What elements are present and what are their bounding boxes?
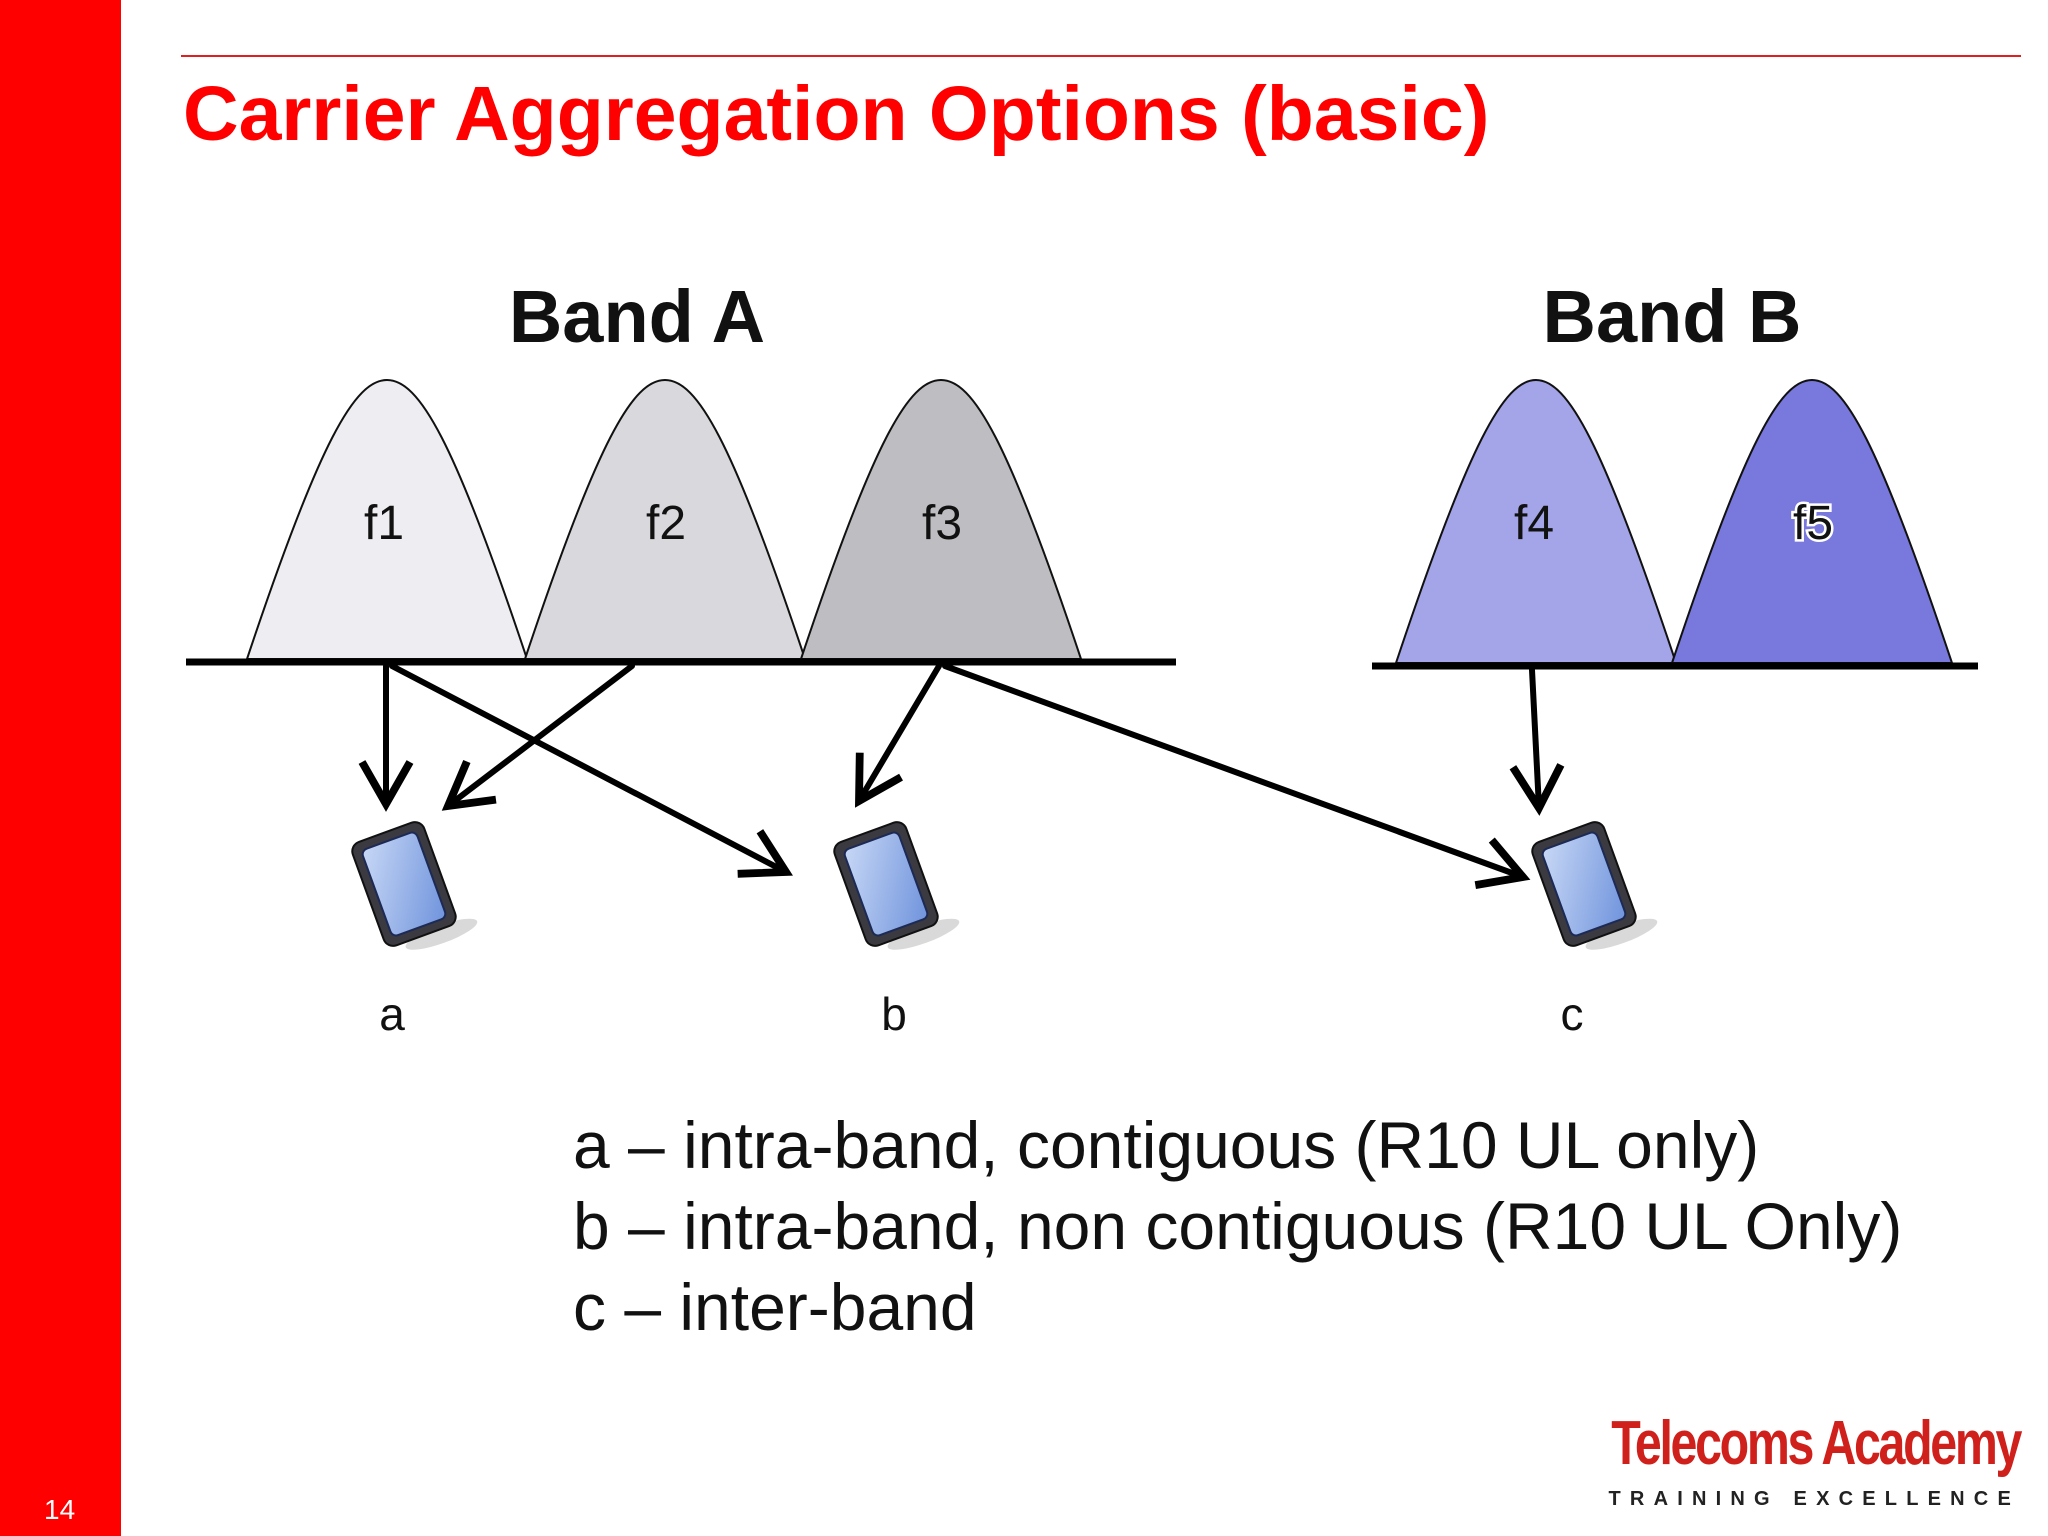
arrow-f1-to-b — [389, 663, 793, 878]
carrier-f5-label: f5 — [1793, 497, 1833, 550]
legend-item: b – intra-band, non contiguous (R10 UL O… — [573, 1189, 1903, 1263]
carrier-f4-label: f4 — [1514, 497, 1554, 550]
carrier-f3-label: f3 — [922, 497, 962, 550]
arrow-f3-to-b — [854, 663, 942, 808]
device-c — [1531, 821, 1658, 950]
device-c-label: c — [1561, 988, 1584, 1040]
device-shadow — [405, 918, 478, 950]
device-b — [833, 821, 960, 950]
arrow-f2-to-a — [441, 663, 635, 811]
device-screen — [361, 831, 447, 937]
carrier-f2-curve — [523, 378, 807, 660]
title-divider — [181, 55, 2021, 57]
slide-title: Carrier Aggregation Options (basic) — [183, 71, 1490, 157]
device-a-label: a — [379, 988, 405, 1040]
arrow-f3-to-c — [942, 663, 1531, 889]
carrier-f4-curve — [1394, 378, 1678, 664]
band-b-label: Band B — [1543, 275, 1802, 358]
device-b-label: b — [881, 988, 907, 1040]
carrier-f5-curve — [1670, 378, 1954, 664]
device-a — [351, 821, 478, 950]
device-screen — [1541, 831, 1627, 937]
legend: a – intra-band, contiguous (R10 UL only)… — [573, 1105, 1902, 1348]
device-shadow — [887, 918, 960, 950]
carrier-f1-label: f1 — [364, 497, 404, 550]
carrier-f2-label: f2 — [646, 497, 686, 550]
carrier-f1-curve — [245, 378, 529, 660]
arrow-f4-to-c — [1509, 667, 1565, 816]
device-screen — [843, 831, 929, 937]
logo-tagline: TRAINING EXCELLENCE — [1608, 1488, 2020, 1510]
slide-sidebar: 14 — [0, 0, 121, 1536]
page-number: 14 — [44, 1494, 76, 1525]
company-logo: Telecoms Academy TRAINING EXCELLENCE — [1609, 1408, 2023, 1518]
device-shadow — [1585, 918, 1658, 950]
legend-item: c – inter-band — [573, 1270, 977, 1344]
legend-item: a – intra-band, contiguous (R10 UL only) — [573, 1108, 1760, 1182]
band-a-label: Band A — [509, 275, 765, 358]
logo-name: Telecoms Academy — [1611, 1409, 2022, 1478]
carrier-f3-curve — [799, 378, 1083, 660]
